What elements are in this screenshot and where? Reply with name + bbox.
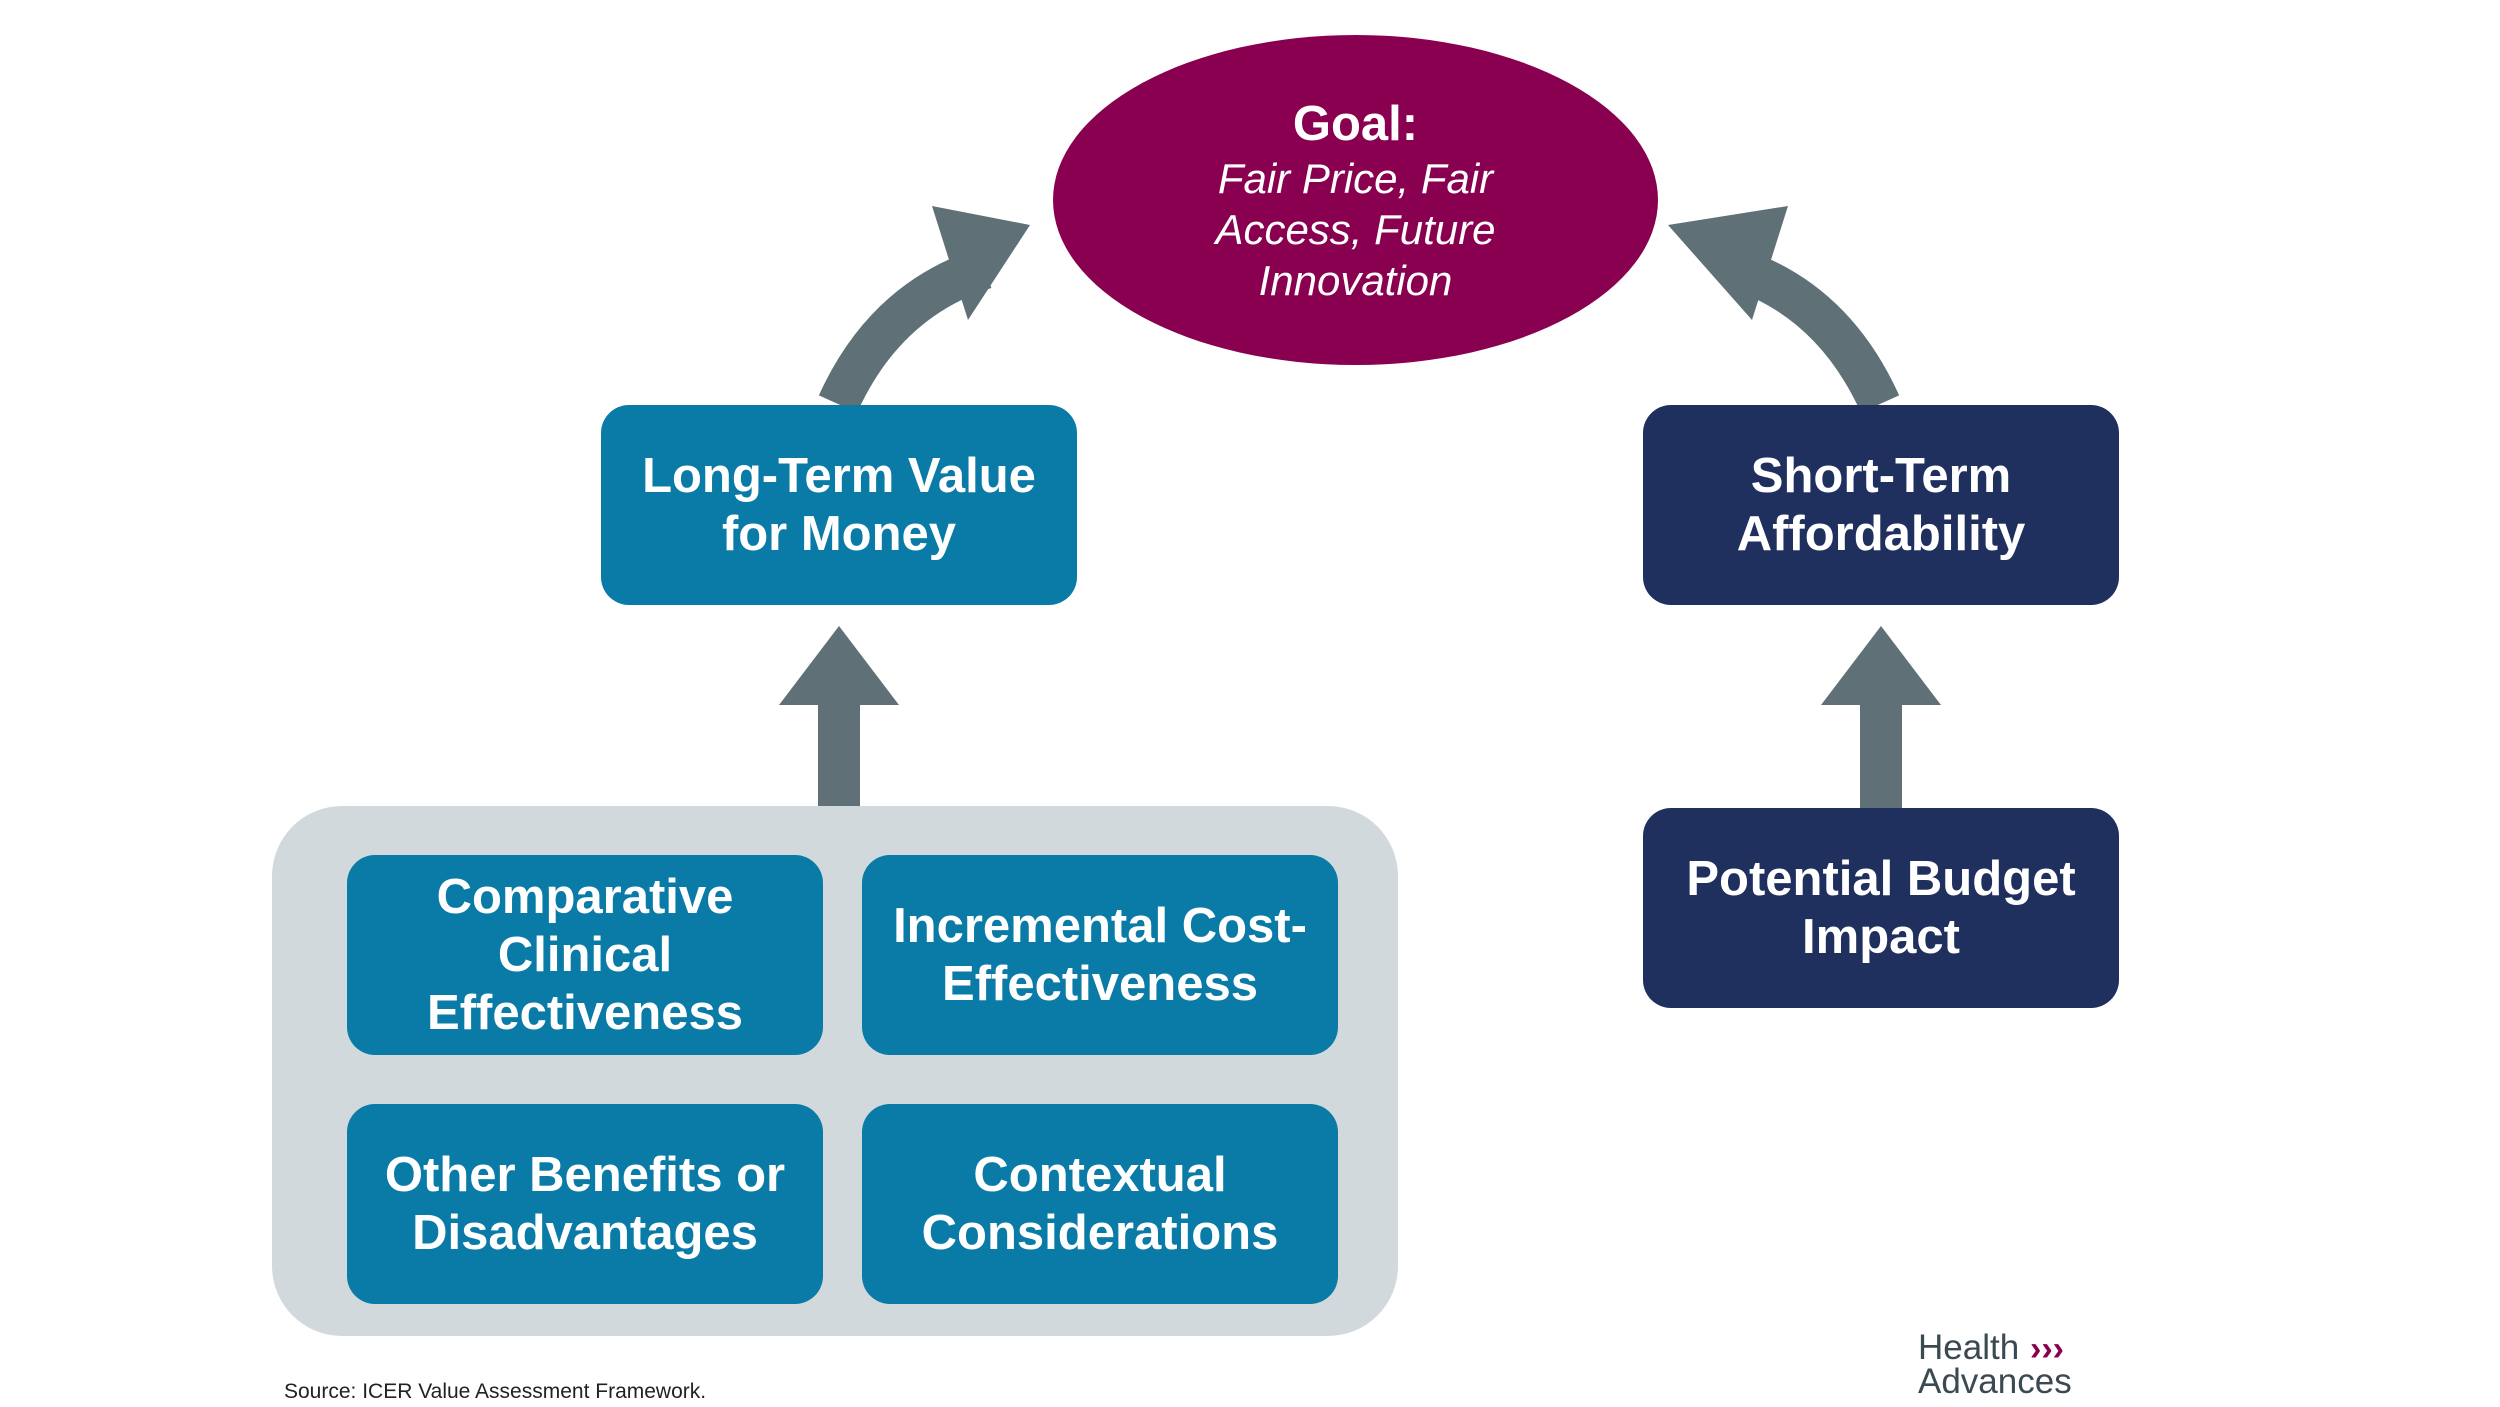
health-advances-logo: Health ››› Advances bbox=[1918, 1330, 2118, 1402]
other-benefits-box: Other Benefits or Disadvantages bbox=[347, 1104, 823, 1304]
curved-arrow-right-head bbox=[1668, 206, 1788, 320]
straight-arrow-left-shaft bbox=[818, 690, 860, 808]
logo-word-advances: Advances bbox=[1918, 1362, 2072, 1401]
comparative-effectiveness-box: Comparative Clinical Effectiveness bbox=[347, 855, 823, 1055]
potential-budget-impact-label: Potential Budget Impact bbox=[1686, 852, 2076, 964]
short-term-affordability-box: Short-Term Affordability bbox=[1643, 405, 2119, 605]
contextual-considerations-label: Contextual Considerations bbox=[921, 1148, 1279, 1260]
goal-title: Goal: bbox=[1292, 96, 1419, 151]
long-term-value-label: Long-Term Value for Money bbox=[642, 449, 1036, 561]
other-benefits-label: Other Benefits or Disadvantages bbox=[384, 1148, 786, 1260]
contextual-considerations-box: Contextual Considerations bbox=[862, 1104, 1338, 1304]
incremental-cost-label: Incremental Cost-Effectiveness bbox=[893, 899, 1307, 1011]
long-term-value-box: Long-Term Value for Money bbox=[601, 405, 1077, 605]
curved-arrow-left-head bbox=[932, 206, 1030, 320]
incremental-cost-box: Incremental Cost-Effectiveness bbox=[862, 855, 1338, 1055]
goal-text: Fair Price, Fair Access, Future Innovati… bbox=[1215, 154, 1496, 304]
potential-budget-impact-box: Potential Budget Impact bbox=[1643, 808, 2119, 1008]
straight-arrow-left-head bbox=[779, 626, 899, 705]
straight-arrow-right-head bbox=[1821, 626, 1941, 705]
logo-word-health: Health bbox=[1918, 1328, 2020, 1367]
straight-arrow-right-shaft bbox=[1860, 690, 1902, 808]
goal-ellipse: Goal: Fair Price, Fair Access, Future In… bbox=[1053, 35, 1658, 365]
short-term-affordability-label: Short-Term Affordability bbox=[1736, 449, 2026, 561]
logo-chevrons-icon: ››› bbox=[2030, 1330, 2064, 1368]
comparative-effectiveness-label: Comparative Clinical Effectiveness bbox=[427, 870, 743, 1040]
source-note: Source: ICER Value Assessment Framework. bbox=[284, 1380, 707, 1403]
